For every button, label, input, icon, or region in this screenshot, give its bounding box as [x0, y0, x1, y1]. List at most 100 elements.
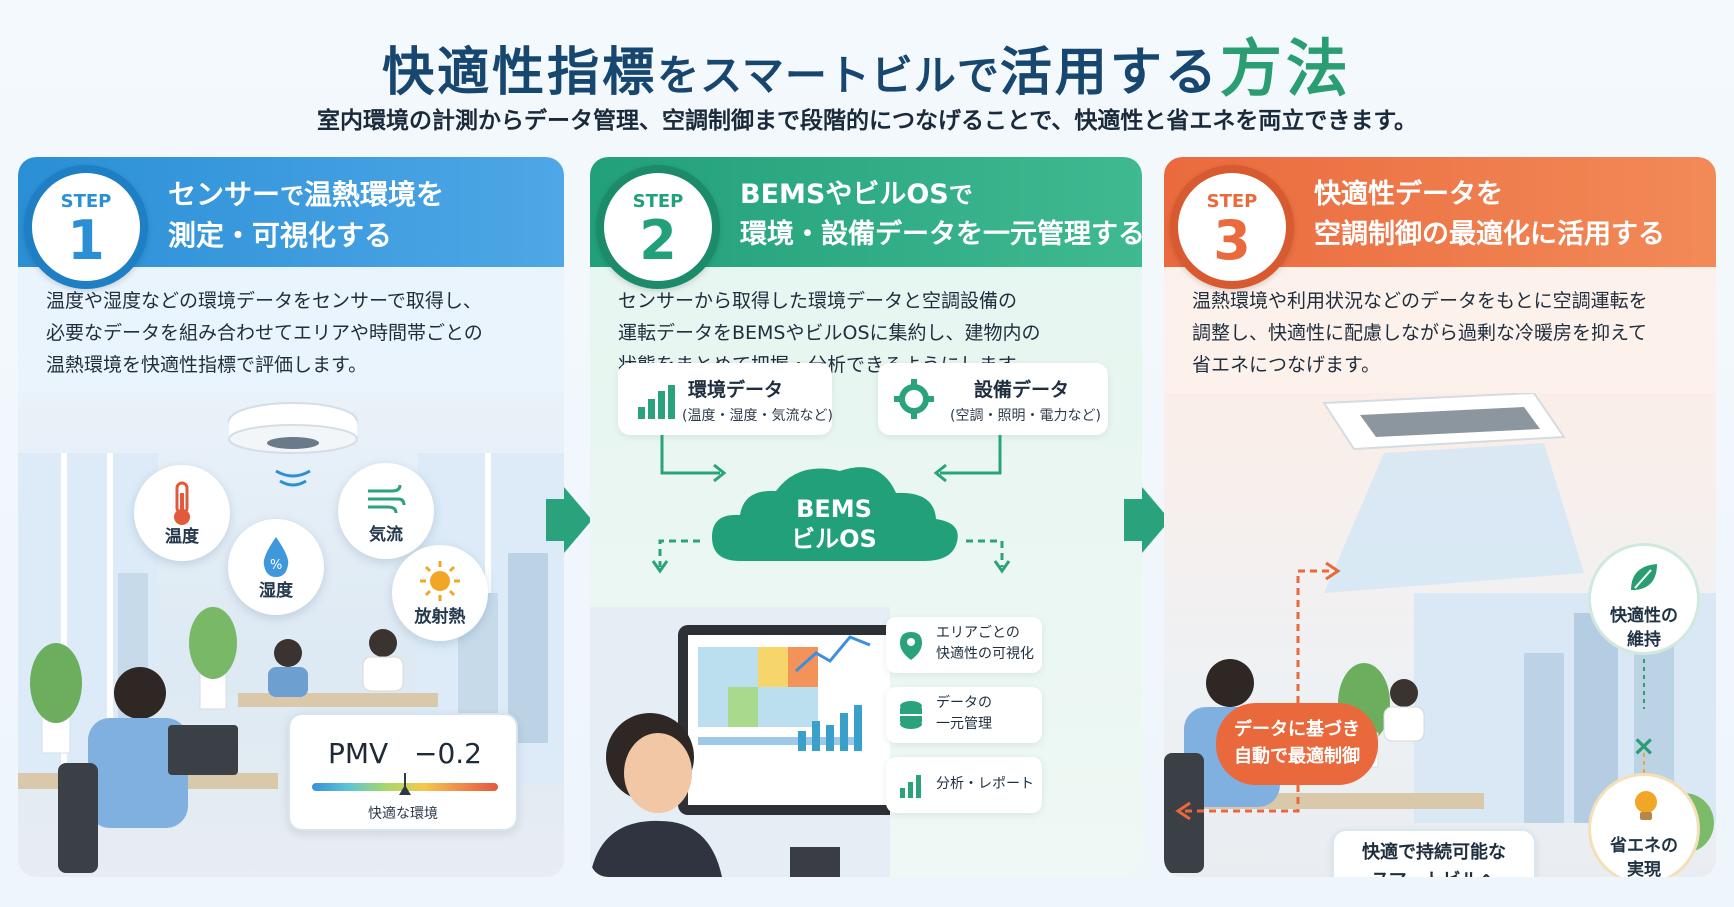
step-2-title: BEMSやビルOSで 環境・設備データを一元管理する — [740, 175, 1142, 255]
feature-area-visualization: エリアごとの快適性の可視化 — [886, 617, 1042, 673]
step-2-title-b: で — [948, 181, 973, 209]
step-3-panel: STEP 3 快適性データを 空調制御の最適化に活用する 温熱環境や利用状況など… — [1164, 157, 1716, 877]
svg-text:%: % — [270, 558, 282, 573]
office-sensor-scene: 温度 気流 % 湿度 — [18, 393, 564, 877]
arrow-right-icon — [546, 487, 592, 553]
airflow-label: 気流 — [369, 525, 403, 545]
report-chart-icon — [900, 775, 921, 798]
title-part-3: 活用する — [999, 43, 1220, 103]
step-2-panel: STEP 2 BEMSやビルOSで 環境・設備データを一元管理する センサーから… — [590, 157, 1142, 877]
environment-data-title: 環境データ — [688, 379, 784, 401]
feature-unified-line-2: 一元管理 — [936, 716, 992, 732]
radiant-heat-label: 放射熱 — [414, 607, 466, 627]
comfort-maintain-badge: 快適性の維持 — [1588, 543, 1700, 655]
step-3-title: 快適性データを 空調制御の最適化に活用する — [1314, 175, 1706, 255]
step-1-title-line2: 測定・可視化する — [168, 219, 393, 252]
title-part-1: 快適性指標 — [382, 43, 658, 103]
location-pin-icon — [900, 632, 922, 660]
feature-unified-management: データの一元管理 — [886, 687, 1042, 743]
sustainable-building-card: 快適で持続可能な スマートビルへ — [1332, 829, 1536, 877]
page-title: 快適性指標をスマートビルで活用する方法 — [0, 18, 1734, 105]
environment-data-sub: (温度・湿度・気流など) — [682, 408, 833, 424]
bar-chart-icon — [638, 385, 675, 419]
step-2-title-line2: 環境・設備データを一元管理する — [740, 219, 1142, 250]
step-3-title-line1: 快適性データを — [1314, 179, 1503, 210]
temperature-label: 温度 — [165, 527, 199, 547]
page-subtitle: 室内環境の計測からデータ管理、空調制御まで段階的につなげることで、快適性と省エネ… — [316, 108, 1418, 134]
comfort-line-2: 維持 — [1627, 630, 1661, 650]
sustainable-line-1: 快適で持続可能な — [1362, 842, 1506, 863]
step-1-label: STEP — [60, 191, 112, 212]
feature-unified-line-1: データの — [936, 695, 992, 711]
auto-control-badge: データに基づき 自動で最適制御 — [1216, 703, 1378, 785]
step-3-label: STEP — [1206, 191, 1258, 212]
step-1-title-b: で — [280, 182, 305, 210]
feature-area-text: エリアごとの快適性の可視化 — [936, 623, 1034, 665]
step-2-number: 2 — [639, 209, 677, 272]
temperature-sensor-bubble: 温度 — [134, 465, 230, 561]
pmv-caption: 快適な環境 — [368, 806, 438, 822]
step-2-title-a: BEMSやビルOS — [740, 179, 949, 210]
cloud-label-bems: BEMS — [796, 495, 872, 523]
airflow-sensor-bubble: 気流 — [338, 463, 434, 559]
office-illustration — [18, 402, 564, 873]
lightbulb-icon — [1635, 791, 1657, 820]
feature-area-line-1: エリアごとの — [936, 625, 1020, 641]
energy-saving-badge: 省エネの実現 — [1588, 773, 1700, 877]
step-1-title-a: センサー — [168, 178, 281, 211]
humidity-sensor-bubble: % 湿度 — [228, 519, 324, 615]
water-drop-icon: % — [263, 537, 289, 577]
database-icon — [900, 701, 922, 729]
step-2-desc-line-2: 運転データをBEMSやビルOSに集約し、建物内の — [618, 322, 1041, 344]
step-1-badge: STEP 1 — [24, 165, 148, 289]
sun-icon — [420, 561, 460, 601]
step-1-panel: STEP 1 センサーで温熱環境を 測定・可視化する 温度や湿度などの環境データ… — [18, 157, 564, 877]
arrow-right-icon — [1124, 487, 1170, 553]
bems-cloud-diagram: BEMS ビルOS — [651, 435, 1011, 574]
feature-analysis-report: 分析・レポート — [886, 757, 1042, 813]
step-3-desc-line-3: 省エネにつなげます。 — [1192, 354, 1381, 376]
step-1-description: 温度や湿度などの環境データをセンサーで取得し、 必要なデータを組み合わせてエリア… — [46, 285, 550, 381]
pmv-indicator-card: PMV −0.2 快適な環境 — [288, 713, 518, 831]
pmv-marker-icon — [399, 773, 411, 795]
step-3-description: 温熱環境や利用状況などのデータをもとに空調運転を 調整し、快適性に配慮しながら過… — [1192, 285, 1702, 381]
step-2-desc-line-1: センサーから取得した環境データと空調設備の — [618, 290, 1018, 312]
thermometer-icon — [174, 481, 190, 525]
cross-mark: × — [1632, 729, 1656, 762]
gear-icon — [894, 379, 934, 419]
sustainable-line-2: スマートビルへ — [1334, 867, 1534, 877]
equipment-data-title: 設備データ — [974, 379, 1070, 401]
step-1-desc-line-2: 必要なデータを組み合わせてエリアや時間帯ごとの — [46, 322, 483, 344]
step-1-title-c: 温熱環境を — [304, 178, 445, 211]
feature-report-text: 分析・レポート — [936, 776, 1034, 792]
feature-area-line-2: 快適性の可視化 — [936, 646, 1034, 662]
air-control-scene: データに基づき 自動で最適制御 快適性の維持 × 省エネの実現 快適で持続可能な… — [1164, 393, 1716, 877]
pmv-label: PMV — [328, 737, 389, 770]
pmv-value: −0.2 — [414, 737, 482, 770]
step-1-desc-line-1: 温度や湿度などの環境データをセンサーで取得し、 — [46, 290, 482, 312]
leaf-icon — [1631, 564, 1657, 590]
step-3-desc-line-2: 調整し、快適性に配慮しながら過剰な冷暖房を抑えて — [1192, 322, 1648, 344]
step-3-title-line2: 空調制御の最適化に活用する — [1314, 219, 1665, 250]
step-1-title: センサーで温熱環境を 測定・可視化する — [168, 175, 554, 256]
title-accent: 方法 — [1219, 32, 1352, 105]
comfort-line-1: 快適性の — [1610, 606, 1678, 626]
auto-control-line-2: 自動で最適制御 — [1234, 746, 1360, 767]
equipment-data-sub: (空調・照明・電力など) — [950, 408, 1101, 424]
comfort-maintain-text: 快適性の維持 — [1591, 604, 1697, 652]
monitor-illustration — [590, 607, 890, 877]
step-2-badge: STEP 2 — [596, 165, 720, 289]
step-1-number: 1 — [67, 209, 105, 272]
step-3-badge: STEP 3 — [1170, 165, 1294, 289]
step-2-label: STEP — [632, 191, 684, 212]
step-3-number: 3 — [1213, 209, 1251, 272]
step-3-desc-line-1: 温熱環境や利用状況などのデータをもとに空調運転を — [1192, 290, 1648, 312]
equipment-data-card: 設備データ (空調・照明・電力など) — [878, 363, 1108, 435]
wind-icon — [368, 484, 406, 514]
cloud-label-buildingos: ビルOS — [791, 525, 877, 553]
humidity-label: 湿度 — [259, 581, 293, 601]
energy-saving-text: 省エネの実現 — [1591, 834, 1697, 877]
saving-line-2: 実現 — [1627, 860, 1661, 877]
mini-charts — [794, 635, 871, 751]
saving-line-1: 省エネの — [1610, 836, 1678, 856]
